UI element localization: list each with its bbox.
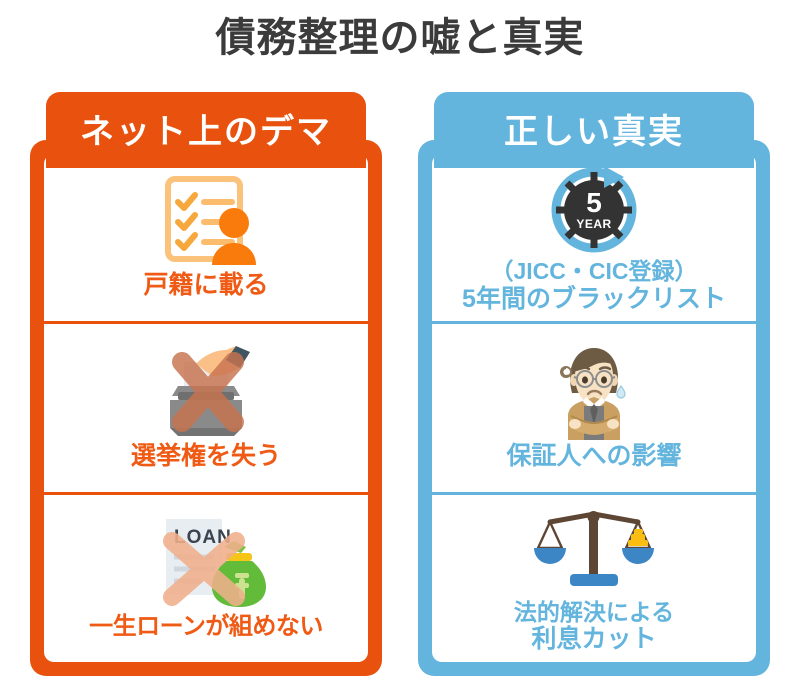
clock-number: 5 — [586, 187, 602, 218]
panel-truths-body: 5 YEAR （JICC・CIC登録） 5年間のブラックリスト — [418, 140, 770, 676]
worried-man-icon — [524, 344, 664, 440]
clock-unit: YEAR — [576, 217, 611, 231]
myth-item-1-label: 戸籍に載る — [143, 271, 269, 300]
myth-item-3-label: 一生ローンが組めない — [89, 612, 323, 640]
myth-item-2[interactable]: 選挙権を失う — [44, 321, 368, 491]
svg-text:LOAN: LOAN — [174, 527, 232, 548]
loan-document-moneybag-crossed-icon: LOAN — [136, 515, 276, 611]
myth-item-3[interactable]: LOAN — [44, 491, 368, 662]
panel-myths-header-label: ネット上のデマ — [80, 113, 332, 151]
ballot-box-crossed-icon — [136, 344, 276, 440]
panels-container: ネット上のデマ — [0, 92, 800, 682]
truth-item-1-label: （JICC・CIC登録） 5年間のブラックリスト — [462, 258, 726, 313]
panel-truths-header-label: 正しい真実 — [504, 113, 684, 151]
myth-item-1[interactable]: 戸籍に載る — [44, 154, 368, 321]
page-title: 債務整理の嘘と真実 — [215, 16, 585, 60]
panel-myths: ネット上のデマ — [30, 92, 382, 676]
panel-myths-card: 戸籍に載る — [44, 154, 368, 662]
panel-myths-header-tab: ネット上のデマ — [46, 92, 366, 168]
balance-scale-icon — [524, 501, 664, 597]
myth-item-2-label: 選挙権を失う — [130, 441, 281, 470]
truth-item-3[interactable]: 法的解決による 利息カット — [432, 491, 756, 662]
truth-item-2[interactable]: 保証人への影響 — [432, 321, 756, 491]
five-year-clock-icon: 5 YEAR — [524, 160, 664, 256]
truth-item-1[interactable]: 5 YEAR （JICC・CIC登録） 5年間のブラックリスト — [432, 154, 756, 321]
truth-item-2-label: 保証人への影響 — [506, 441, 682, 470]
panel-truths-header-tab: 正しい真実 — [434, 92, 754, 168]
panel-myths-body: 戸籍に載る — [30, 140, 382, 676]
truth-item-3-label: 法的解決による 利息カット — [513, 598, 675, 654]
panel-truths: 正しい真実 — [418, 92, 770, 676]
panel-truths-card: 5 YEAR （JICC・CIC登録） 5年間のブラックリスト — [432, 154, 756, 662]
checklist-person-icon — [136, 173, 276, 269]
